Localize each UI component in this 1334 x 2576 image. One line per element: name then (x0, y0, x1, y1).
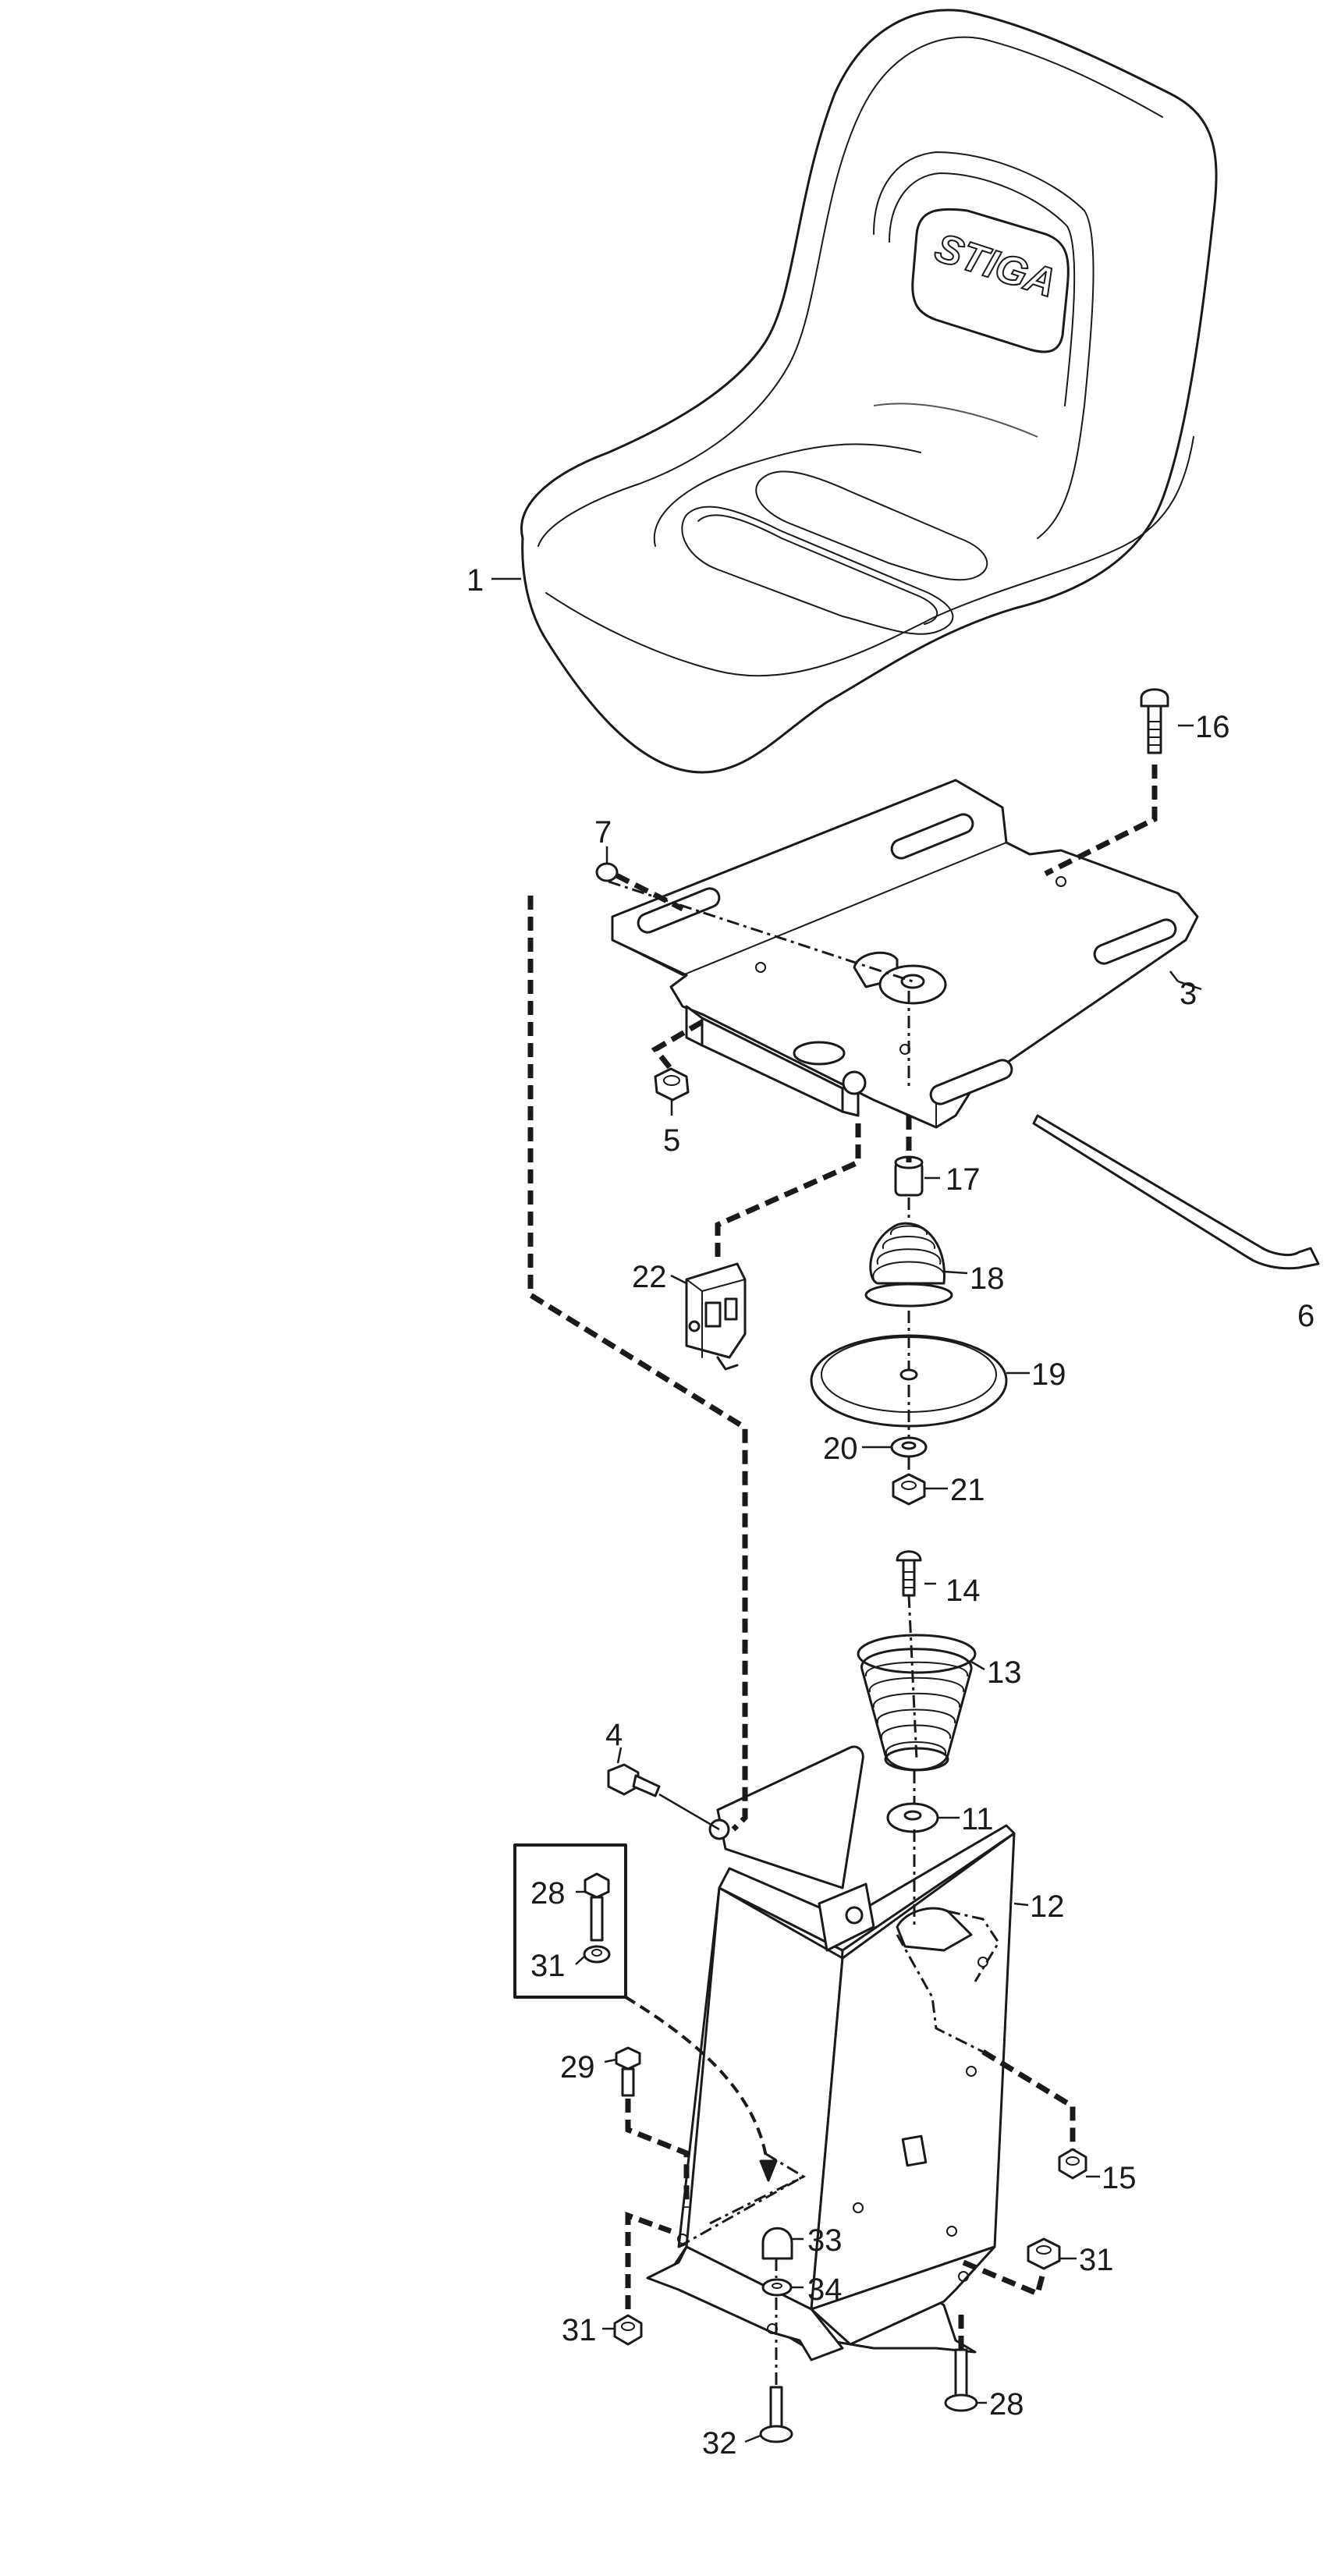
bushing-17 (894, 1155, 924, 1197)
callout-20: 20 (823, 1432, 858, 1466)
callout-1: 1 (467, 563, 484, 598)
seat-switch-22 (685, 1262, 747, 1371)
seat-console-bracket-12 (646, 1745, 1016, 2361)
assembly-lines (527, 765, 1158, 2387)
callout-29: 29 (560, 2050, 595, 2085)
callout-6: 6 (1297, 1299, 1314, 1333)
nut-15 (1058, 2148, 1087, 2180)
callout-33: 33 (807, 2223, 843, 2258)
callout-3: 3 (1180, 977, 1197, 1011)
callout-18: 18 (970, 1261, 1005, 1296)
callout-22: 22 (632, 1260, 667, 1294)
nut-31-right (1027, 2237, 1061, 2270)
leader-lines (491, 577, 1202, 2443)
bolt-29 (615, 2046, 641, 2097)
spring-18 (864, 1222, 953, 1308)
callout-11: 11 (961, 1802, 994, 1836)
inset-leader (624, 1996, 770, 2177)
callout-17: 17 (946, 1162, 981, 1197)
callout-7: 7 (594, 815, 612, 850)
callout-31-left: 31 (562, 2313, 597, 2347)
callout-15: 15 (1102, 2161, 1137, 2195)
washer-20 (890, 1436, 928, 1458)
callout-28-bottom: 28 (989, 2387, 1024, 2422)
washer-34 (761, 2278, 793, 2297)
bolt-32 (759, 2386, 793, 2443)
washer-11 (886, 1802, 939, 1833)
callout-labels: 1 3 4 5 6 7 11 12 13 14 15 16 17 18 19 2… (467, 563, 1314, 2461)
callout-16: 16 (1195, 710, 1230, 744)
nut-5 (654, 1067, 690, 1102)
bolt-28-bottom (944, 2348, 978, 2412)
nut-31-left (613, 2314, 643, 2346)
callout-31-inset: 31 (530, 1949, 566, 1983)
callout-13: 13 (987, 1655, 1022, 1690)
callout-31-right: 31 (1079, 2243, 1114, 2277)
washer-7 (595, 862, 619, 882)
callout-19: 19 (1031, 1357, 1066, 1392)
cap-nut-33 (761, 2227, 793, 2260)
callout-14: 14 (946, 1574, 981, 1608)
seat: STIGA (520, 9, 1218, 774)
adjustment-lever (1032, 1114, 1320, 1270)
seat-plate (611, 779, 1199, 1129)
inset-box (513, 1843, 627, 1999)
bolt-16 (1140, 688, 1169, 754)
callout-34: 34 (807, 2273, 843, 2307)
callout-21: 21 (950, 1473, 985, 1507)
callout-4: 4 (605, 1718, 623, 1752)
callout-28-inset: 28 (530, 1876, 566, 1911)
bolt-4 (607, 1763, 661, 1797)
nut-21 (892, 1473, 926, 1506)
callout-5: 5 (663, 1123, 680, 1158)
callout-12: 12 (1030, 1889, 1065, 1924)
arrow-head (759, 2159, 778, 2182)
callout-32: 32 (702, 2426, 737, 2461)
bolt-14 (896, 1550, 922, 1597)
